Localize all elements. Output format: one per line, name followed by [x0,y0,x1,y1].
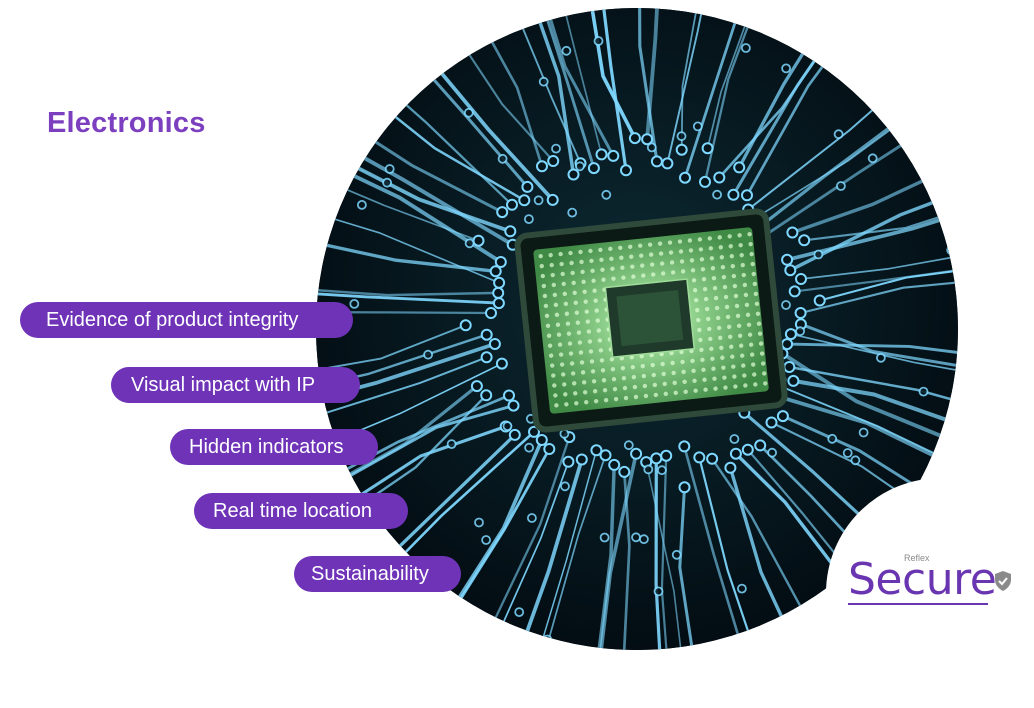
shield-check-icon [995,571,1011,591]
circuit-board-image [316,8,958,650]
page-title: Electronics [47,107,206,139]
logo-wordmark: Secure [848,554,997,605]
logo-underline [848,603,988,605]
circuit-board-illustration [316,8,958,650]
feature-pill: Real time location [194,493,408,529]
logo-backdrop [826,478,1034,708]
feature-pill: Visual impact with IP [111,367,360,403]
logo-small-text: Reflex [904,553,930,563]
feature-pill: Sustainability [294,556,461,592]
feature-pill: Evidence of product integrity [20,302,353,338]
brand-logo: Reflex Secure [848,553,1018,606]
feature-pill: Hidden indicators [170,429,378,465]
